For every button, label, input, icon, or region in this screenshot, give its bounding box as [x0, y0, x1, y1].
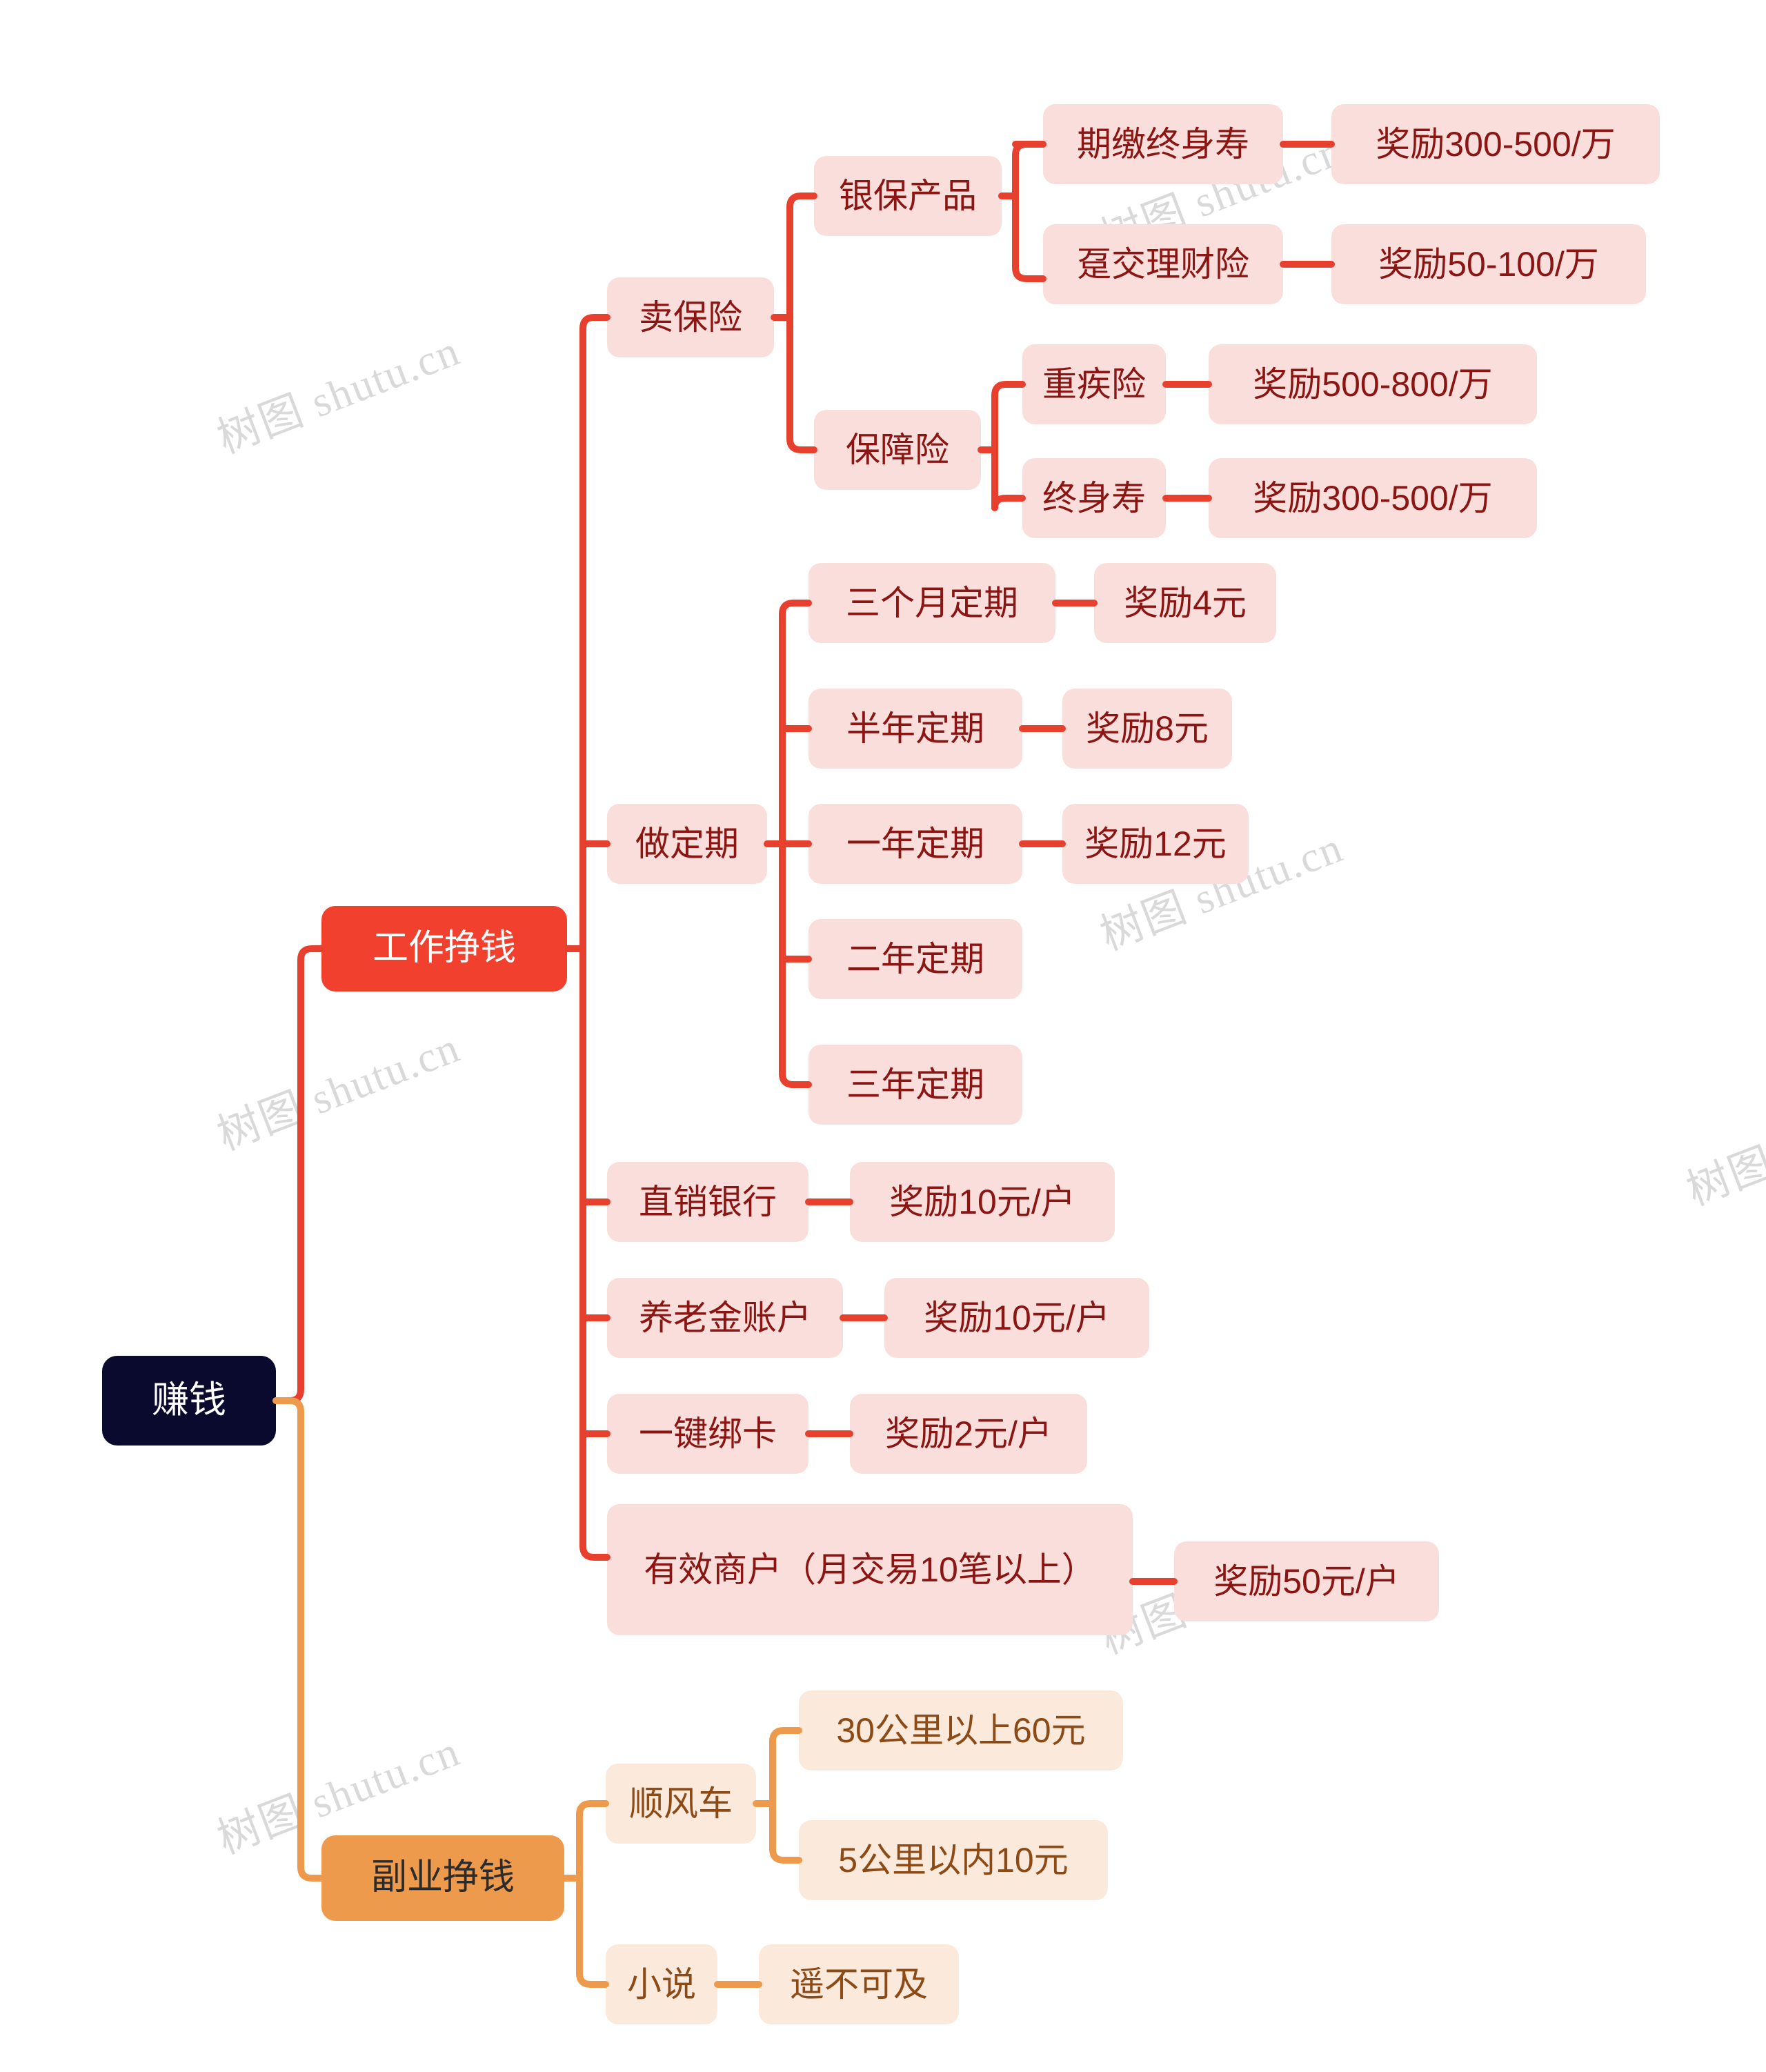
node-reward-pension-account[interactable]: 奖励10元/户 — [884, 1278, 1149, 1358]
node-novel-unreachable[interactable]: 遥不可及 — [759, 1944, 959, 2024]
node-side-income[interactable]: 副业挣钱 — [321, 1835, 564, 1921]
node-deposit-3-months[interactable]: 三个月定期 — [808, 563, 1055, 643]
node-deposit-1-year[interactable]: 一年定期 — [808, 804, 1022, 884]
node-reward-single-premium-wealth[interactable]: 奖励50-100/万 — [1331, 224, 1646, 304]
node-fixed-deposit[interactable]: 做定期 — [607, 804, 767, 884]
node-one-click-card-bind[interactable]: 一键绑卡 — [607, 1394, 808, 1474]
node-active-merchant[interactable]: 有效商户（月交易10笔以上） — [607, 1504, 1133, 1635]
node-pension-account[interactable]: 养老金账户 — [607, 1278, 843, 1358]
node-protection-insurance[interactable]: 保障险 — [814, 410, 981, 490]
node-rideshare[interactable]: 顺风车 — [606, 1764, 756, 1844]
node-reward-active-merchant[interactable]: 奖励50元/户 — [1174, 1541, 1439, 1621]
node-rideshare-over-30km[interactable]: 30公里以上60元 — [799, 1690, 1123, 1770]
node-deposit-3-year[interactable]: 三年定期 — [808, 1045, 1022, 1125]
node-reward-installment-whole-life[interactable]: 奖励300-500/万 — [1331, 104, 1660, 184]
node-installment-whole-life[interactable]: 期缴终身寿 — [1043, 104, 1283, 184]
node-bancassurance-product[interactable]: 银保产品 — [814, 156, 1002, 236]
node-single-premium-wealth[interactable]: 趸交理财险 — [1043, 224, 1283, 304]
node-reward-deposit-3-months[interactable]: 奖励4元 — [1094, 563, 1276, 643]
node-deposit-2-year[interactable]: 二年定期 — [808, 919, 1022, 999]
node-reward-deposit-1-year[interactable]: 奖励12元 — [1062, 804, 1249, 884]
node-reward-whole-life[interactable]: 奖励300-500/万 — [1209, 458, 1537, 538]
node-novel[interactable]: 小说 — [606, 1944, 717, 2024]
node-deposit-half-year[interactable]: 半年定期 — [808, 689, 1022, 769]
node-direct-bank[interactable]: 直销银行 — [607, 1162, 808, 1242]
node-reward-deposit-half-year[interactable]: 奖励8元 — [1062, 689, 1232, 769]
node-work-income[interactable]: 工作挣钱 — [321, 906, 567, 991]
node-reward-one-click-card-bind[interactable]: 奖励2元/户 — [850, 1394, 1087, 1474]
node-reward-critical-illness[interactable]: 奖励500-800/万 — [1209, 344, 1537, 424]
node-sell-insurance[interactable]: 卖保险 — [607, 277, 774, 357]
node-reward-direct-bank[interactable]: 奖励10元/户 — [850, 1162, 1115, 1242]
node-root-make-money[interactable]: 赚钱 — [102, 1356, 276, 1446]
node-rideshare-under-5km[interactable]: 5公里以内10元 — [799, 1820, 1108, 1900]
node-critical-illness[interactable]: 重疾险 — [1022, 344, 1166, 424]
node-whole-life[interactable]: 终身寿 — [1022, 458, 1166, 538]
